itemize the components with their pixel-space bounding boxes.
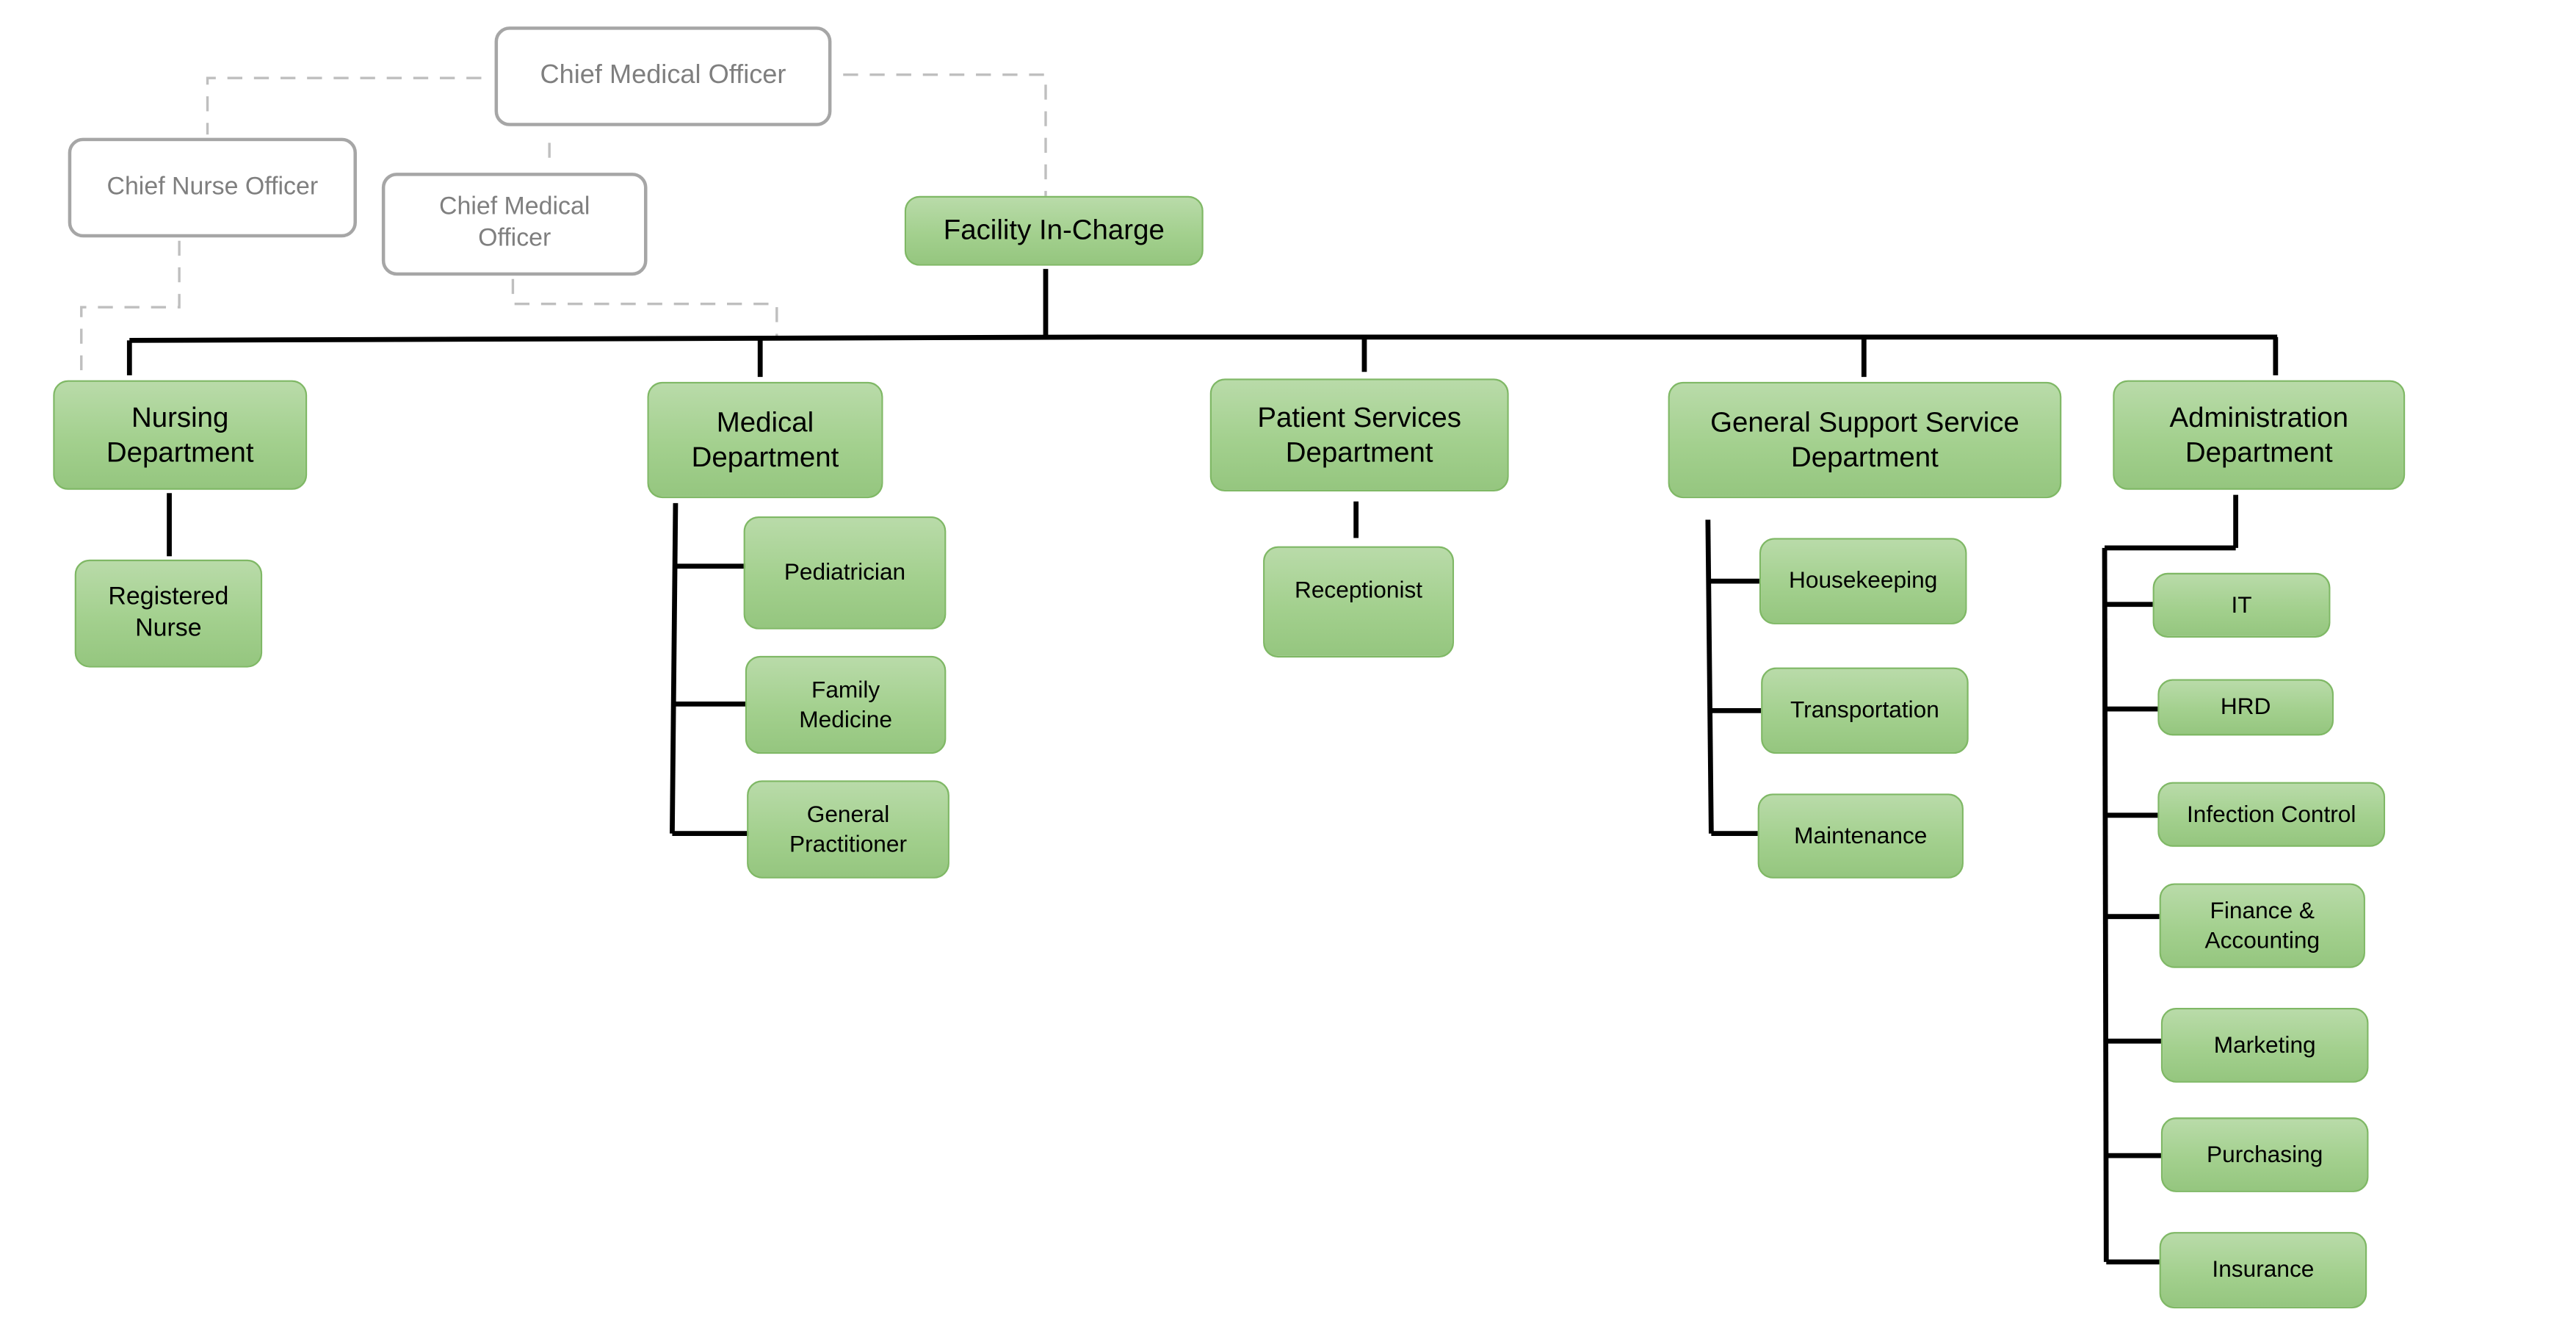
line-admin-spine — [2102, 547, 2109, 1262]
line-support-spine — [1705, 519, 1714, 834]
unit-label: Receptionist — [1294, 576, 1423, 603]
chief-nurse-officer-label: Chief Nurse Officer — [106, 172, 319, 201]
unit-label: Registered Nurse — [108, 582, 229, 642]
unit-receptionist: Receptionist — [1263, 546, 1455, 658]
unit-label: Infection Control — [2186, 799, 2356, 827]
unit-label: Purchasing — [2206, 1140, 2323, 1167]
unit-it: IT — [2152, 572, 2331, 638]
administration-department-box: Administration Department — [2113, 380, 2406, 490]
general-support-department-box: General Support Service Department — [1668, 381, 2062, 499]
chief-medical-officer-box: Chief Medical Officer — [494, 26, 832, 126]
chief-medical-officer-second-label: Chief Medical Officer — [438, 192, 590, 253]
unit-label: Insurance — [2212, 1255, 2315, 1283]
administration-department-label: Administration Department — [2169, 401, 2349, 469]
line-medical-spine — [670, 502, 679, 834]
nursing-department-box: Nursing Department — [53, 380, 308, 490]
line-main-bus — [129, 334, 2278, 343]
dashed-line-second-cmo-to-medical — [511, 278, 778, 341]
facility-in-charge-box: Facility In-Charge — [904, 195, 1204, 266]
dashed-line-cmo-to-facility — [843, 73, 1047, 196]
chief-medical-officer-second-box: Chief Medical Officer — [381, 173, 648, 276]
unit-family-medicine: Family Medicine — [745, 655, 947, 754]
nursing-department-label: Nursing Department — [106, 401, 254, 469]
unit-maintenance: Maintenance — [1757, 793, 1964, 879]
unit-finance-accounting: Finance & Accounting — [2159, 883, 2365, 968]
chief-medical-officer-label: Chief Medical Officer — [540, 61, 786, 90]
unit-hrd: HRD — [2157, 679, 2334, 736]
chief-nurse-officer-box: Chief Nurse Officer — [68, 137, 357, 238]
medical-department-label: Medical Department — [691, 406, 839, 474]
unit-label: General Practitioner — [789, 800, 908, 857]
dashed-line-nurse-officer-to-nursing — [80, 240, 181, 371]
unit-pediatrician: Pediatrician — [743, 516, 947, 630]
unit-housekeeping: Housekeeping — [1759, 538, 1967, 624]
unit-general-practitioner: General Practitioner — [747, 780, 949, 879]
patient-services-department-box: Patient Services Department — [1209, 378, 1509, 492]
unit-marketing: Marketing — [2160, 1008, 2369, 1083]
unit-insurance: Insurance — [2159, 1232, 2367, 1309]
unit-label: Finance & Accounting — [2204, 896, 2320, 953]
facility-in-charge-label: Facility In-Charge — [943, 215, 1165, 247]
general-support-department-label: General Support Service Department — [1710, 406, 2019, 474]
unit-label: Pediatrician — [784, 558, 906, 585]
unit-label: Transportation — [1790, 696, 1939, 723]
unit-purchasing: Purchasing — [2160, 1117, 2369, 1192]
solid-connectors — [126, 269, 2279, 1265]
medical-department-box: Medical Department — [647, 381, 883, 499]
unit-label: Maintenance — [1794, 821, 1928, 848]
unit-label: IT — [2231, 591, 2252, 618]
unit-registered-nurse: Registered Nurse — [74, 559, 263, 668]
unit-label: Marketing — [2213, 1031, 2316, 1058]
dashed-line-cmo-to-nurse-officer — [206, 76, 482, 135]
unit-label: HRD — [2220, 693, 2271, 720]
unit-transportation: Transportation — [1761, 667, 1969, 754]
unit-label: Housekeeping — [1789, 566, 1938, 594]
unit-label: Family Medicine — [799, 675, 892, 732]
patient-services-department-label: Patient Services Department — [1257, 401, 1462, 469]
unit-infection-control: Infection Control — [2157, 782, 2386, 847]
